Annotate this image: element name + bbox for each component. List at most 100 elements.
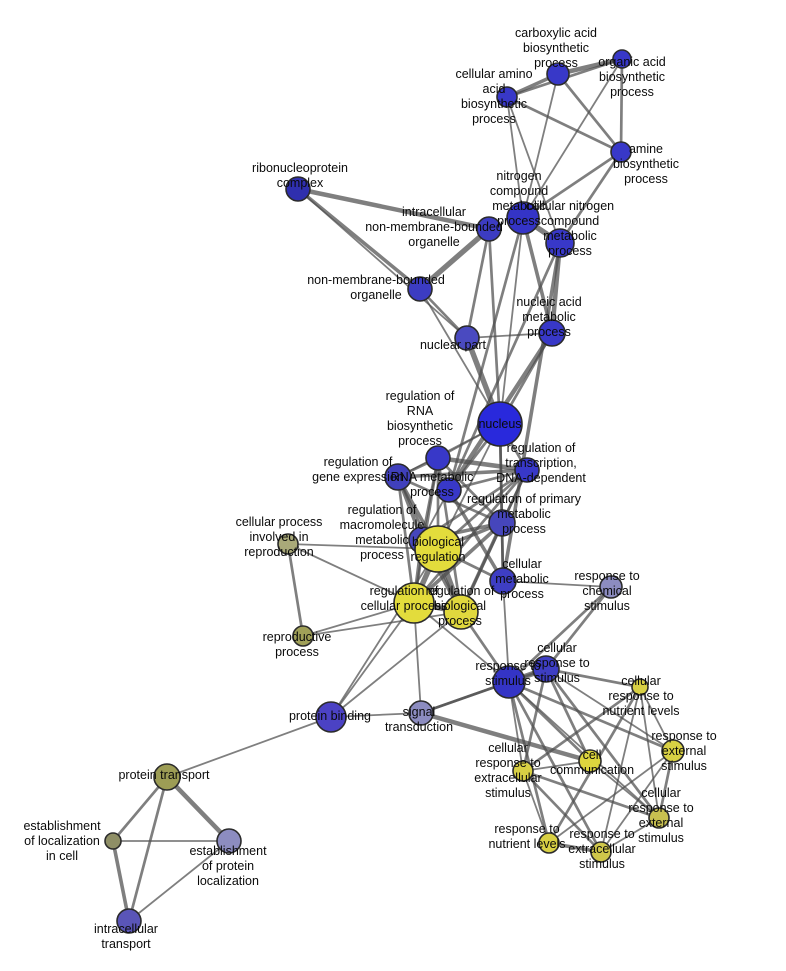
graph-edge-rcs-rs[interactable] xyxy=(507,585,613,684)
graph-node-ncmp[interactable] xyxy=(506,201,540,235)
graph-edge-rtdd-rge[interactable] xyxy=(396,468,529,479)
graph-edge-crs-crexs[interactable] xyxy=(544,667,661,820)
graph-node-rpp[interactable] xyxy=(292,625,314,647)
graph-node-caab[interactable] xyxy=(496,86,518,108)
graph-edge-epl-it[interactable] xyxy=(128,840,230,922)
graph-node-st[interactable] xyxy=(408,700,434,726)
graph-node-crecs[interactable] xyxy=(512,760,534,782)
graph-node-cab[interactable] xyxy=(546,62,570,86)
graph-edge-cab-ab[interactable] xyxy=(556,72,623,154)
graph-node-crnl[interactable] xyxy=(631,678,649,696)
graph-edge-res-recs[interactable] xyxy=(600,750,674,853)
graph-node-namp[interactable] xyxy=(538,319,566,347)
graph-edge-recs-crexs[interactable] xyxy=(600,817,660,853)
graph-edge-pb-pt[interactable] xyxy=(166,716,332,778)
graph-edge-st-cc[interactable] xyxy=(418,710,593,764)
graph-edge-rtdd-rmp[interactable] xyxy=(447,468,529,492)
graph-edge-res-rnl[interactable] xyxy=(548,750,674,844)
graph-edge-crs-cc[interactable] xyxy=(544,667,592,763)
graph-node-cc[interactable] xyxy=(578,749,602,773)
graph-edge-rcs-crs[interactable] xyxy=(544,585,613,671)
node-label-pb: protein binding xyxy=(289,709,371,723)
graph-edge-caab-ncmp[interactable] xyxy=(506,96,524,219)
graph-edge-br-pb[interactable] xyxy=(330,548,439,718)
graph-node-oab[interactable] xyxy=(612,49,632,69)
graph-node-rpmp[interactable] xyxy=(488,509,516,537)
graph-node-rge[interactable] xyxy=(384,463,412,491)
graph-node-cpir[interactable] xyxy=(277,533,299,555)
graph-edge-crnl-res[interactable] xyxy=(639,686,674,752)
graph-edge-crs-crnl[interactable] xyxy=(544,667,642,689)
graph-node-rcs[interactable] xyxy=(599,575,623,599)
graph-edge-caab-ab[interactable] xyxy=(505,95,623,154)
graph-edge-cc-crexs[interactable] xyxy=(589,760,660,819)
graph-edge-elic-it[interactable] xyxy=(111,839,131,923)
graph-node-nuc[interactable] xyxy=(477,401,523,447)
graph-node-nmbo[interactable] xyxy=(407,276,433,302)
graph-node-it[interactable] xyxy=(116,908,142,934)
graph-node-rrbp[interactable] xyxy=(425,445,451,471)
graph-edge-crecs-rnl[interactable] xyxy=(522,770,550,844)
graph-edge-crecs-recs[interactable] xyxy=(521,769,603,854)
graph-edge-cpir-rpp[interactable] xyxy=(286,542,305,638)
graph-edge-crecs-crexs[interactable] xyxy=(521,769,661,820)
graph-node-cncmp[interactable] xyxy=(545,228,575,258)
graph-node-rs[interactable] xyxy=(492,665,526,699)
graph-edge-cab-ncmp[interactable] xyxy=(522,73,559,219)
graph-node-rnp[interactable] xyxy=(285,176,311,202)
graph-edge-cncmp-rmp[interactable] xyxy=(447,241,562,492)
graph-node-pb[interactable] xyxy=(315,701,347,733)
graph-node-crs[interactable] xyxy=(532,655,560,683)
graph-edge-ab-ncmp[interactable] xyxy=(521,150,623,220)
graph-node-res[interactable] xyxy=(661,739,685,763)
graph-edge-pt-it[interactable] xyxy=(127,775,169,923)
graph-edge-ncmp-nuc[interactable] xyxy=(499,217,524,425)
graph-node-rmp[interactable] xyxy=(436,477,462,503)
graph-node-br[interactable] xyxy=(414,525,462,573)
graph-edge-rs-res[interactable] xyxy=(507,680,675,753)
graph-edge-cmp-rs[interactable] xyxy=(502,580,510,683)
graph-edge-inmbo-nmbo[interactable] xyxy=(417,226,492,292)
graph-edge-cmp-rcs[interactable] xyxy=(502,580,612,588)
graph-edge-rpp-robp[interactable] xyxy=(302,611,462,637)
graph-edge-crs-crecs[interactable] xyxy=(521,667,548,773)
graph-node-rtdd[interactable] xyxy=(514,457,540,483)
graph-edge-pt-epl[interactable] xyxy=(164,774,232,844)
graph-edge-namp-npart[interactable] xyxy=(466,332,553,339)
graph-node-cmp[interactable] xyxy=(489,567,517,595)
node-label-pt: protein transport xyxy=(118,768,210,782)
graph-node-elic[interactable] xyxy=(104,832,122,850)
graph-edge-crnl-recs[interactable] xyxy=(600,686,641,853)
graph-edge-rnp-nmbo[interactable] xyxy=(296,187,422,291)
graph-edge-inmbo-npart[interactable] xyxy=(465,227,491,340)
graph-node-crexs[interactable] xyxy=(648,807,670,829)
graph-edge-oab-ab[interactable] xyxy=(619,57,624,154)
graph-node-npart[interactable] xyxy=(454,325,480,351)
graph-node-rocp[interactable] xyxy=(393,582,435,624)
node-label-npart: nuclear part xyxy=(420,338,487,352)
graph-edge-cpir-rocp[interactable] xyxy=(287,543,415,604)
graph-edge-rge-rocp[interactable] xyxy=(396,475,416,605)
graph-edge-ab-cncmp[interactable] xyxy=(558,150,623,245)
graph-edge-rnp-inmbo[interactable] xyxy=(295,186,492,232)
graph-node-robp[interactable] xyxy=(443,594,479,630)
graph-edge-nmbo-nuc[interactable] xyxy=(419,288,501,425)
graph-edge-caab-cncmp[interactable] xyxy=(506,96,561,244)
graph-edge-pt-elic[interactable] xyxy=(111,775,169,843)
graph-edge-crnl-crecs[interactable] xyxy=(521,685,642,773)
graph-node-epl[interactable] xyxy=(216,828,242,854)
graph-edge-robp-pb[interactable] xyxy=(330,611,462,718)
graph-edge-oab-ncmp[interactable] xyxy=(522,58,623,219)
graph-edge-rnp-npart[interactable] xyxy=(297,188,468,339)
graph-node-recs[interactable] xyxy=(590,841,612,863)
graph-edge-crnl-crexs[interactable] xyxy=(639,686,660,819)
graph-edge-rrbp-rtdd[interactable] xyxy=(435,455,530,473)
graph-node-rnl[interactable] xyxy=(538,832,560,854)
graph-node-ab[interactable] xyxy=(610,141,632,163)
graph-node-pt[interactable] xyxy=(153,763,181,791)
graph-node-inmbo[interactable] xyxy=(476,216,502,242)
